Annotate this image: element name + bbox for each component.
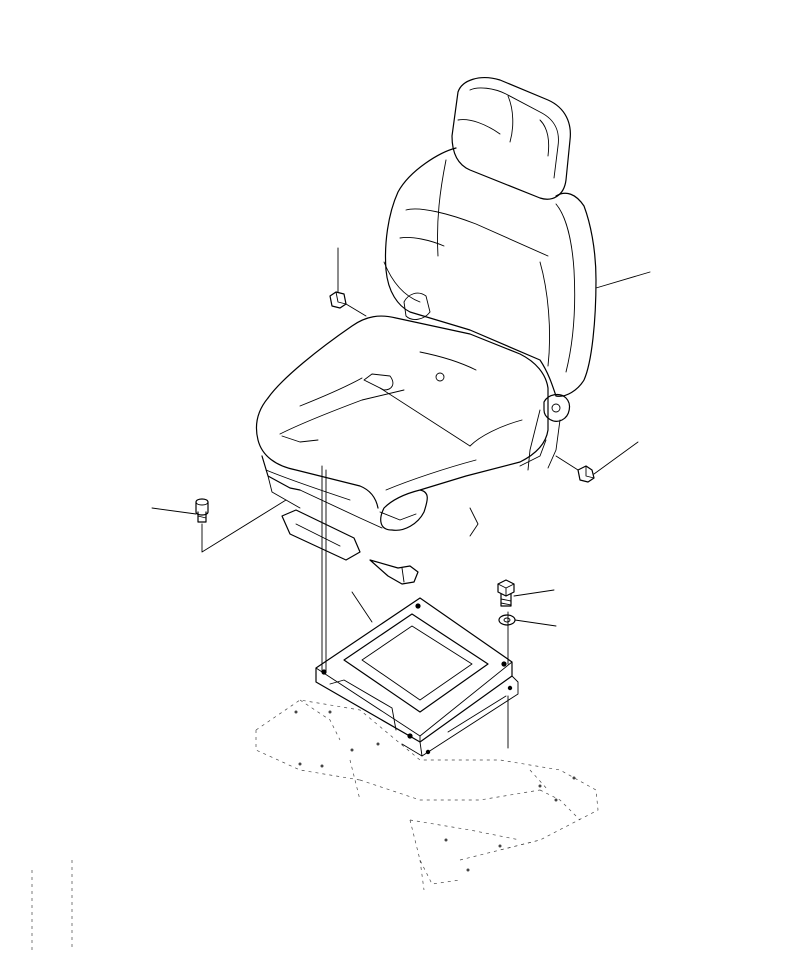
backrest [383, 147, 597, 397]
cap-nut-left [329, 247, 367, 317]
seat-frame [261, 439, 547, 585]
leader-hex-bolt [513, 589, 555, 597]
assembly-lines [321, 465, 509, 749]
leader-socket-bolt [151, 507, 197, 515]
leader-seat [595, 271, 651, 289]
seat-assembly [255, 77, 651, 585]
hex-bolt [497, 579, 555, 607]
leader-washer [514, 619, 557, 627]
cab-floor [31, 699, 599, 950]
washer [498, 614, 557, 627]
cap-nut-right [555, 441, 639, 483]
seat-cushion [255, 315, 549, 531]
headrest [451, 77, 571, 200]
mounting-plate [315, 591, 519, 757]
socket-bolt [151, 498, 287, 553]
leader-cap-nut-right [593, 441, 639, 475]
